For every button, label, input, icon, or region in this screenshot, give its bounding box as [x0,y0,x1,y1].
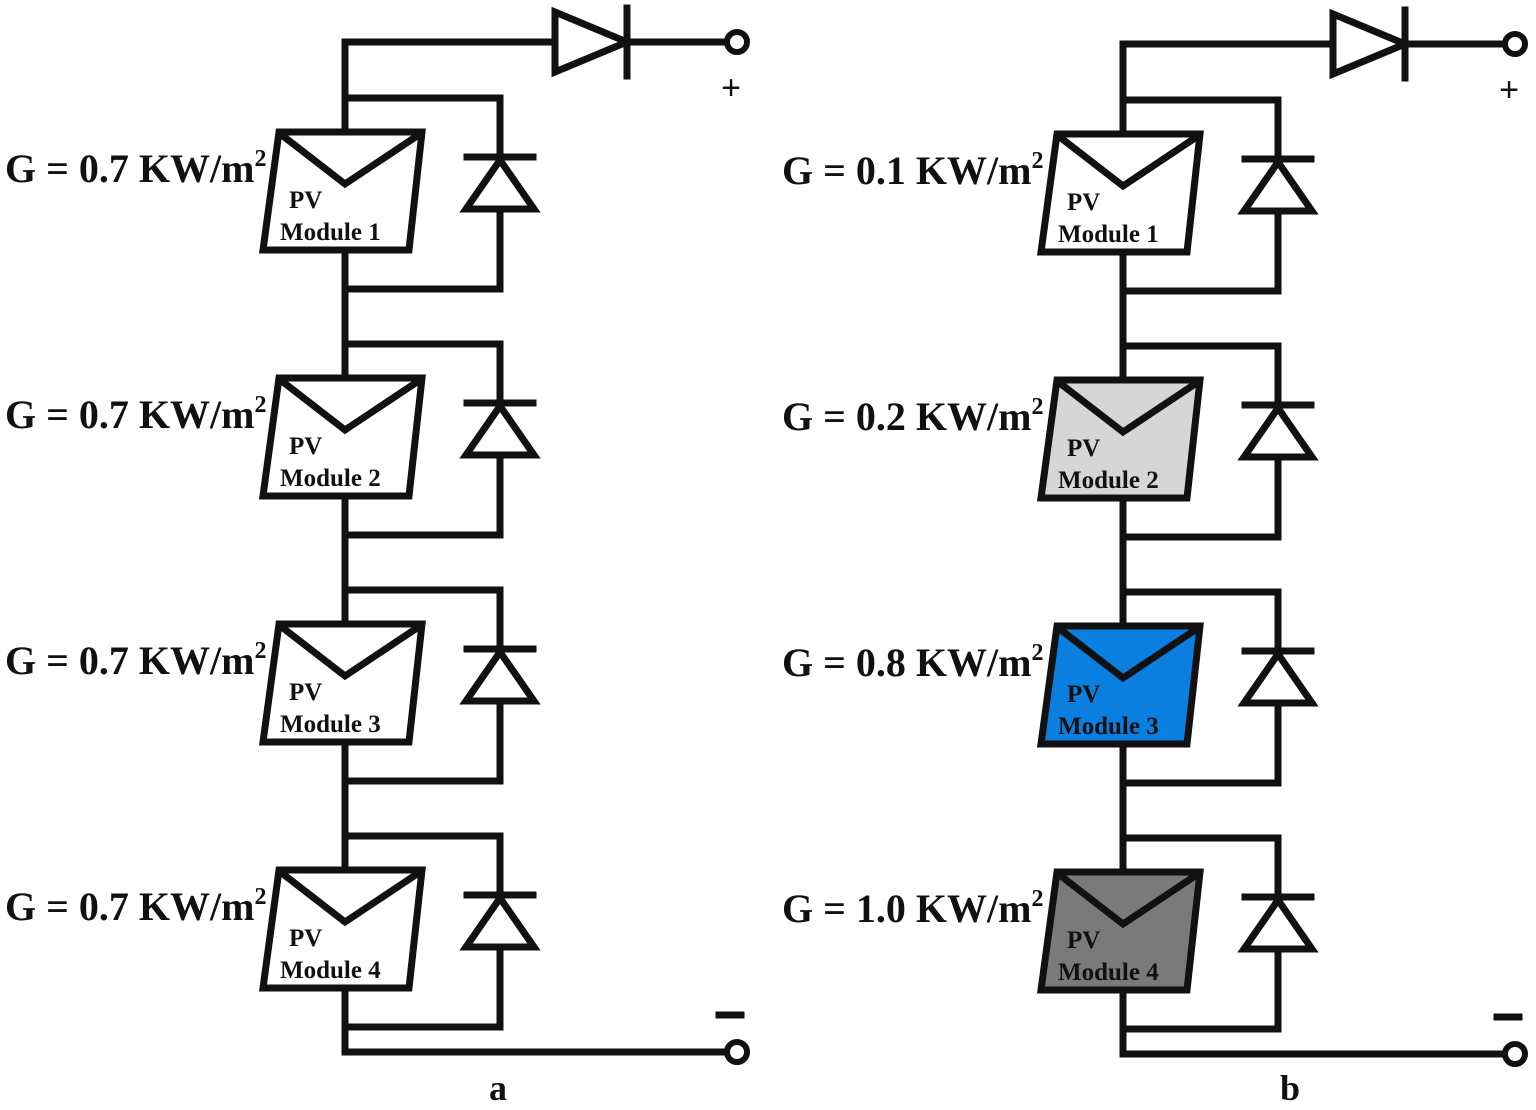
module-label-name: Module 2 [280,465,381,492]
positive-terminal [1502,31,1528,57]
irradiance-label: G = 0.2 KW/m2 [782,394,1043,439]
positive-terminal-label: + [1499,71,1519,109]
module-label-pv: PV [289,679,322,706]
module-label-name: Module 1 [1058,221,1159,248]
module-label-pv: PV [1067,681,1100,708]
bypass-wire-bottom [341,205,504,293]
bypass-wire-top [1119,342,1282,409]
module-label-pv: PV [1067,189,1100,216]
irradiance-label: G = 0.7 KW/m2 [5,392,266,437]
module-label-pv: PV [289,187,322,214]
bypass-diode-icon [459,891,541,951]
module-label-pv: PV [289,925,322,952]
panel-caption: b [1280,1068,1300,1108]
bypass-diode-icon [1237,893,1319,953]
pv-module-4: PV Module 4 G = 0.7 KW/m2 [5,777,541,1031]
output-wire-minus [341,1023,729,1056]
bypass-wire-bottom [1119,945,1282,1033]
pv-module-4: PV Module 4 G = 1.0 KW/m2 [782,779,1319,1033]
module-label-pv: PV [289,433,322,460]
pv-module-1: PV Module 1 G = 0.1 KW/m2 [782,96,1319,295]
sun-chevron-icon [1056,871,1200,929]
bypass-diode-icon [1237,155,1319,215]
bypass-diode-icon [459,399,541,459]
bypass-wire-bottom [1119,453,1282,541]
irradiance-label: G = 0.1 KW/m2 [782,148,1043,193]
pv-module-3: PV Module 3 G = 0.7 KW/m2 [5,531,541,785]
bypass-diode-icon [1237,401,1319,461]
module-label-name: Module 2 [1058,467,1159,494]
bypass-wire-top [341,586,504,653]
top-wire [1119,40,1337,138]
bypass-wire-top [1119,588,1282,655]
bypass-wire-top [1119,96,1282,163]
sun-chevron-icon [1056,379,1200,437]
pv-module-2: PV Module 2 G = 0.2 KW/m2 [782,287,1319,541]
module-label-name: Module 3 [1058,713,1159,740]
panel-caption: a [489,1068,507,1108]
bypass-diode-icon [459,153,541,213]
bypass-wire-bottom [341,697,504,785]
module-label-pv: PV [1067,927,1100,954]
sun-chevron-icon [278,131,422,189]
negative-terminal [1502,1041,1528,1067]
module-label-pv: PV [1067,435,1100,462]
bypass-wire-top [1119,834,1282,901]
pv-module-2: PV Module 2 G = 0.7 KW/m2 [5,285,541,539]
module-label-name: Module 4 [280,957,381,984]
bypass-wire-top [341,94,504,161]
irradiance-label: G = 1.0 KW/m2 [782,886,1043,931]
sun-chevron-icon [278,623,422,681]
module-label-name: Module 4 [1058,959,1159,986]
irradiance-label: G = 0.7 KW/m2 [5,638,266,683]
sun-chevron-icon [1056,625,1200,683]
sun-chevron-icon [1056,133,1200,191]
sun-chevron-icon [278,377,422,435]
module-label-name: Module 1 [280,219,381,246]
sun-chevron-icon [278,869,422,927]
bypass-wire-bottom [1119,699,1282,787]
irradiance-label: G = 0.8 KW/m2 [782,640,1043,685]
blocking-diode-icon [1329,6,1415,82]
irradiance-label: G = 0.7 KW/m2 [5,884,266,929]
bypass-wire-bottom [341,451,504,539]
bypass-wire-bottom [341,943,504,1031]
bypass-diode-icon [459,645,541,705]
bypass-diode-icon [1237,647,1319,707]
irradiance-label: G = 0.7 KW/m2 [5,146,266,191]
pv-module-1: PV Module 1 G = 0.7 KW/m2 [5,94,541,293]
positive-terminal [724,29,750,55]
top-wire [341,38,559,136]
blocking-diode-icon [551,4,637,80]
positive-terminal-label: + [721,69,741,107]
module-label-name: Module 3 [280,711,381,738]
output-wire-minus [1119,1025,1507,1058]
bypass-wire-bottom [1119,207,1282,295]
bypass-wire-top [341,340,504,407]
negative-terminal [724,1039,750,1065]
bypass-wire-top [341,832,504,899]
pv-module-3: PV Module 3 G = 0.8 KW/m2 [782,533,1319,787]
